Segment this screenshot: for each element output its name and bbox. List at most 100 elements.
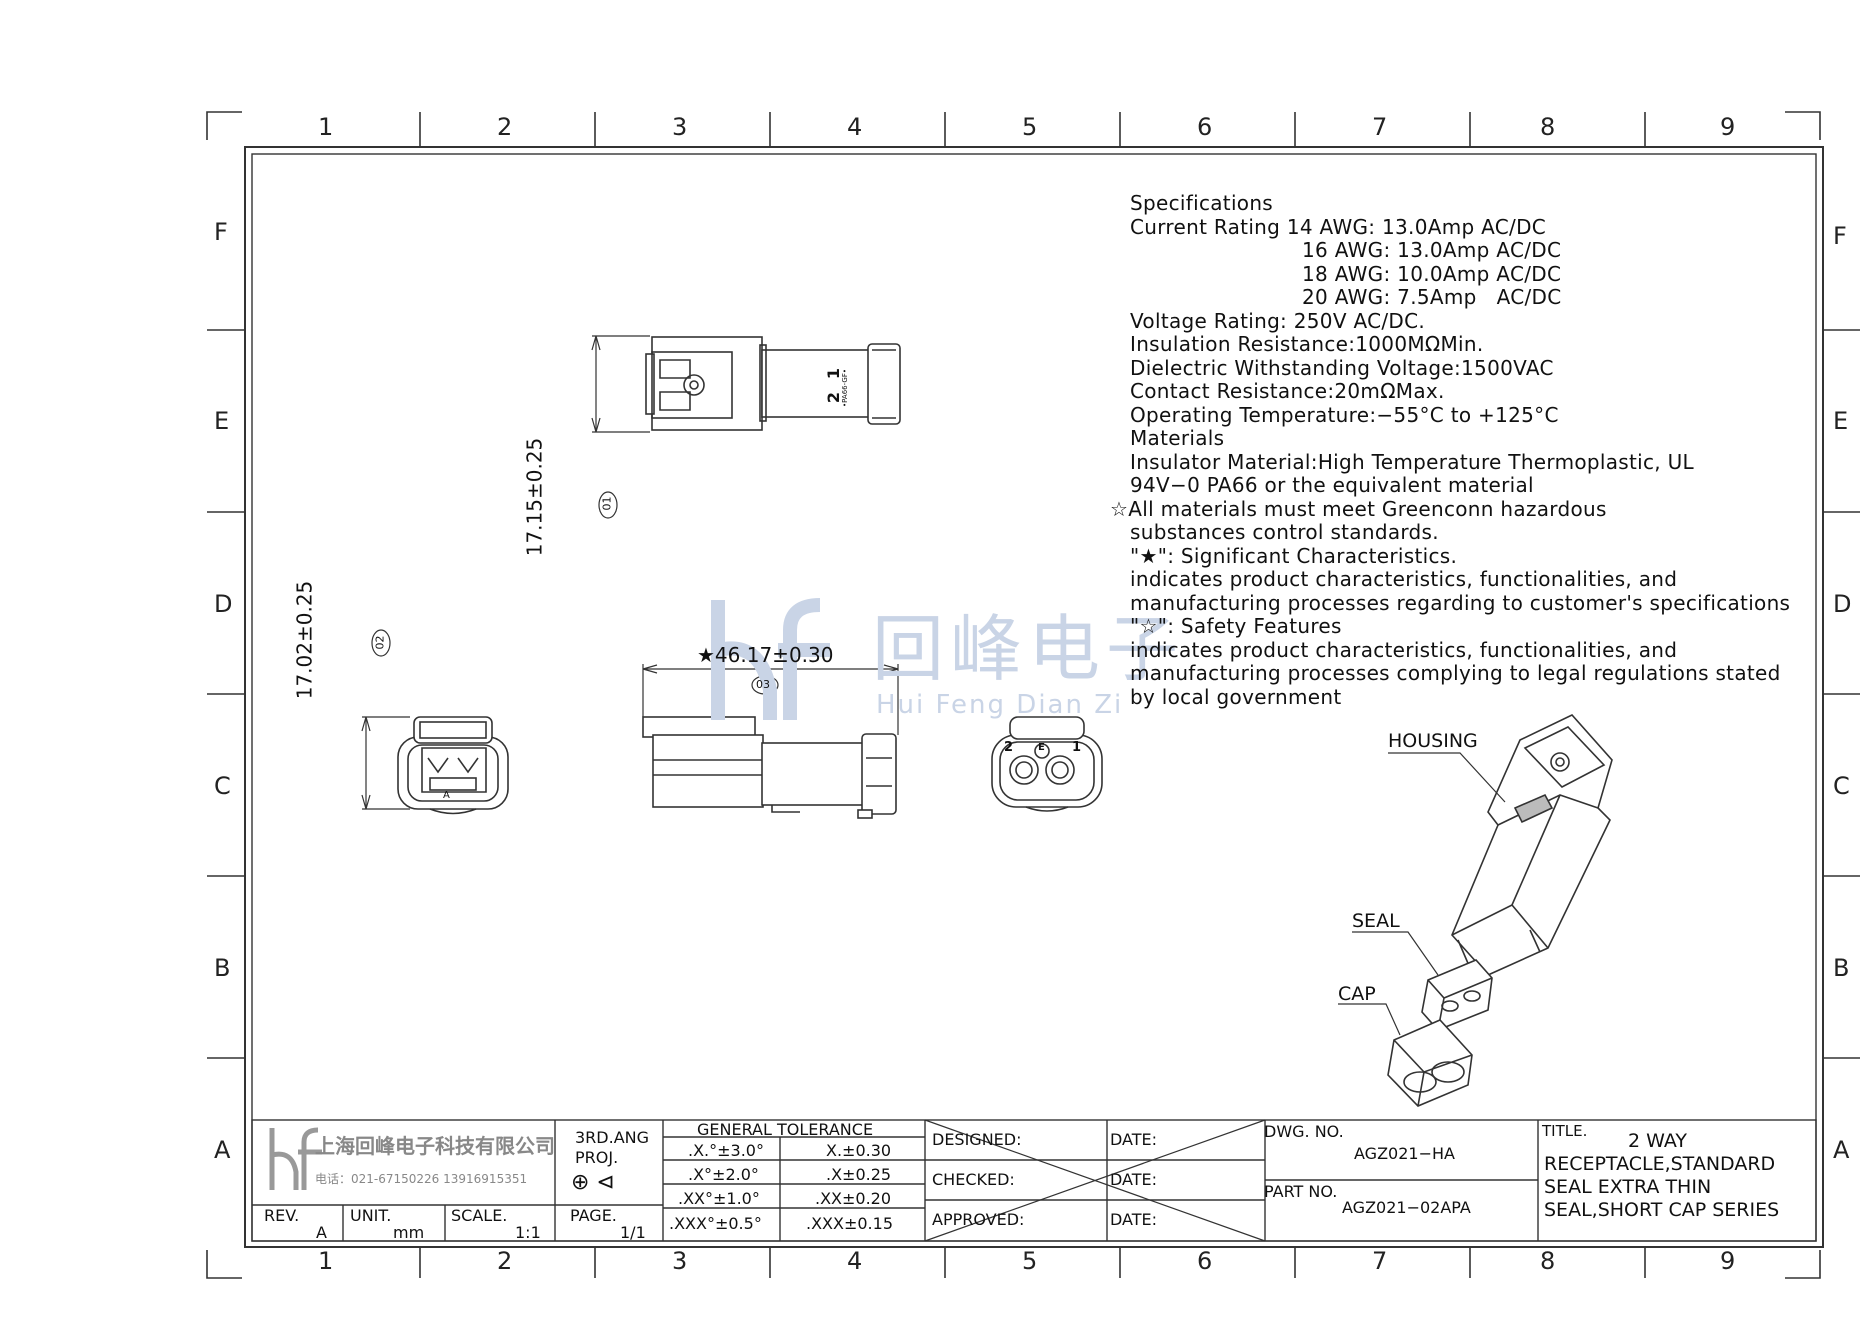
side-view: [642, 716, 897, 819]
grid-col-3-top: 3: [672, 113, 688, 141]
grid-row-c-left: C: [214, 772, 231, 800]
dimension-d1: 17.15±0.25: [522, 437, 547, 557]
grid-row-a-right: A: [1833, 1136, 1850, 1164]
grid-row-e-left: E: [214, 407, 230, 435]
grid-row-f-left: F: [214, 218, 228, 246]
spec-materials-heading: Materials: [1130, 426, 1225, 450]
checked-label: CHECKED:: [932, 1170, 1015, 1189]
grid-col-2-bottom: 2: [497, 1247, 513, 1275]
approved-date-label: DATE:: [1110, 1210, 1158, 1229]
tolerance-linear-2: .X±0.25: [826, 1165, 892, 1184]
rev-label: REV.: [264, 1206, 300, 1225]
tolerance-angle-3: .XX°±1.0°: [678, 1189, 760, 1208]
part-no-value: AGZ021−02APA: [1342, 1198, 1471, 1217]
label-cap: CAP: [1338, 983, 1376, 1005]
watermark-logo: [711, 598, 830, 720]
grid-row-f-right: F: [1833, 222, 1847, 250]
grid-col-4-top: 4: [847, 113, 863, 141]
dimension-d3: ★46.17±0.30: [697, 643, 834, 667]
grid-row-d-right: D: [1833, 590, 1852, 618]
company-name: 上海回峰电子科技有限公司: [315, 1134, 555, 1158]
grid-row-b-left: B: [214, 954, 231, 982]
designed-date-label: DATE:: [1110, 1130, 1158, 1149]
company-phone: 电话：021-67150226 13916915351: [315, 1172, 528, 1186]
spec-safe-1: indicates product characteristics, funct…: [1130, 637, 1678, 662]
grid-col-8-top: 8: [1540, 113, 1556, 141]
isometric-assembly: [1338, 714, 1613, 1107]
grid-col-1-top: 1: [318, 113, 334, 141]
page-value: 1/1: [620, 1223, 646, 1242]
grid-row-e-right: E: [1833, 407, 1849, 435]
part-no-label: PART NO.: [1264, 1182, 1338, 1201]
title-line-4: SEAL,SHORT CAP SERIES: [1544, 1199, 1780, 1221]
spec-current-label: Current Rating: [1130, 214, 1281, 239]
front-pin-2: 2: [1004, 740, 1014, 755]
tolerance-angle-2: .X°±2.0°: [688, 1165, 759, 1184]
grid-col-7-bottom: 7: [1372, 1247, 1388, 1275]
spec-safe-title: "☆": Safety Features: [1130, 614, 1342, 638]
grid-col-2-top: 2: [497, 113, 513, 141]
scale-label: SCALE.: [451, 1206, 508, 1225]
grid-row-c-right: C: [1833, 772, 1850, 800]
title-line-2: RECEPTACLE,STANDARD: [1544, 1153, 1776, 1175]
specifications-block: Specifications Current Rating 14 AWG: 13…: [1110, 191, 1830, 709]
tolerance-linear-4: .XXX±0.15: [806, 1214, 893, 1233]
unit-value: mm: [393, 1223, 425, 1242]
tolerance-title: GENERAL TOLERANCE: [697, 1120, 874, 1139]
spec-current-row-1: Current Rating 14 AWG: 13.0Amp AC/DC: [1130, 214, 1830, 240]
page-label: PAGE.: [570, 1206, 617, 1225]
top-view: [645, 336, 901, 431]
company-logo-icon: [269, 1127, 322, 1190]
grid-col-3-bottom: 3: [672, 1247, 688, 1275]
label-seal: SEAL: [1352, 910, 1400, 932]
spec-heading: Specifications: [1130, 191, 1274, 215]
spec-current-16: 16 AWG: 13.0Amp AC/DC: [1302, 238, 1562, 262]
spec-contact: Contact Resistance:20mΩMax.: [1130, 379, 1445, 403]
approved-label: APPROVED:: [932, 1210, 1025, 1229]
projection-line-2: PROJ.: [575, 1148, 619, 1167]
dimension-d2: 17.02±0.25: [292, 580, 317, 700]
front-pin-1: 1: [1072, 740, 1082, 755]
grid-row-b-right: B: [1833, 954, 1850, 982]
front-key-a: A: [443, 790, 450, 801]
spec-dielectric: Dielectric Withstanding Voltage:1500VAC: [1130, 355, 1554, 380]
dimension-d3-tag: 03: [756, 678, 770, 691]
grid-row-a-left: A: [214, 1136, 231, 1164]
grid-col-7-top: 7: [1372, 113, 1388, 141]
spec-insulator-2: 94V−0 PA66 or the equivalent material: [1130, 473, 1534, 497]
grid-col-4-bottom: 4: [847, 1247, 863, 1275]
dimension-d2-tag: 02: [373, 635, 387, 650]
watermark-pinyin: Hui Feng Dian Zi: [876, 690, 1124, 720]
dimension-d1-tag: 01: [600, 496, 614, 511]
checked-date-label: DATE:: [1110, 1170, 1158, 1189]
spec-insulator-1: Insulator Material:High Temperature Ther…: [1130, 449, 1695, 474]
tolerance-linear-3: .XX±0.20: [815, 1189, 892, 1208]
dwg-no-label: DWG. NO.: [1264, 1122, 1344, 1141]
spec-safe-3: by local government: [1130, 684, 1342, 709]
title-line-3: SEAL EXTRA THIN: [1544, 1176, 1712, 1198]
projection-line-1: 3RD.ANG: [575, 1128, 650, 1147]
spec-safe-2: manufacturing processes complying to leg…: [1130, 661, 1781, 685]
front-view-right: [991, 716, 1103, 812]
spec-note-2: substances control standards.: [1130, 520, 1439, 544]
grid-col-9-top: 9: [1720, 113, 1736, 141]
grid-col-8-bottom: 8: [1540, 1247, 1556, 1275]
spec-current-20: 20 AWG: 7.5Amp AC/DC: [1302, 285, 1562, 309]
spec-insulation: Insulation Resistance:1000MΩMin.: [1130, 332, 1484, 356]
spec-current-14: 14 AWG: 13.0Amp AC/DC: [1286, 214, 1547, 239]
material-marking: •PA66-GF•: [840, 369, 849, 407]
dwg-no-value: AGZ021−HA: [1354, 1144, 1455, 1163]
front-pin-e: E: [1038, 742, 1045, 753]
grid-col-6-top: 6: [1197, 113, 1213, 141]
grid-row-d-left: D: [214, 590, 233, 618]
title-label: TITLE.: [1542, 1122, 1588, 1140]
tolerance-angle-1: .X.°±3.0°: [688, 1141, 764, 1160]
scale-value: 1:1: [515, 1223, 541, 1242]
spec-voltage: Voltage Rating: 250V AC/DC.: [1130, 308, 1426, 333]
title-block-lines: [251, 1119, 1817, 1242]
grid-col-9-bottom: 9: [1720, 1247, 1736, 1275]
spec-sig-title: "★": Significant Characteristics.: [1130, 543, 1458, 568]
front-view-left: [397, 716, 509, 815]
grid-col-5-bottom: 5: [1022, 1247, 1038, 1275]
